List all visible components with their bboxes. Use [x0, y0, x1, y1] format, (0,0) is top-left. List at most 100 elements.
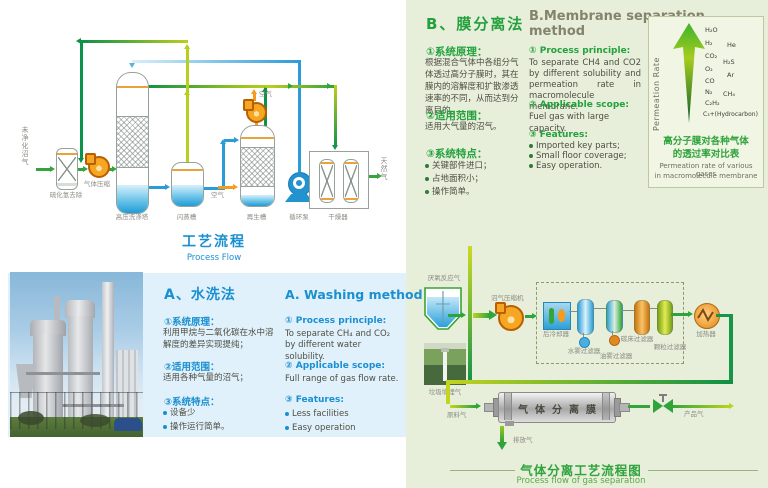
- pipe-skid-6: [648, 308, 657, 309]
- flow-arrowhead: [461, 312, 466, 318]
- oil-drain-ball: [609, 335, 620, 346]
- pipe-air-out: [253, 92, 256, 101]
- pipe-compressor-out: [525, 315, 533, 318]
- bullet-icon: [425, 163, 429, 168]
- water-mist-filter-icon: [577, 299, 594, 335]
- section-a-title-en: A. Washing method: [285, 287, 423, 302]
- flow-arrowhead: [688, 311, 693, 317]
- water-mist-filter-label: 水雾过滤器: [567, 347, 601, 355]
- flow-arrowhead: [327, 83, 332, 89]
- bullet-icon: [285, 425, 289, 430]
- air-out-label: 空气: [259, 90, 272, 98]
- section-b-scope-label-en: ② Applicable scope:: [529, 100, 629, 110]
- flow-arrowhead: [233, 184, 238, 190]
- title-rule-right: [648, 470, 758, 471]
- chart-caption-zh-2: 的透过率对比表: [672, 149, 740, 160]
- section-b-feature-item: Imported key parts;: [529, 141, 620, 153]
- washing-tower-label: 高压洗涤塔: [115, 213, 149, 221]
- bullet-icon: [529, 163, 533, 168]
- anaerobic-gas-label: 厌氧反应气: [427, 274, 461, 282]
- gas-label: H₂: [705, 39, 713, 47]
- landfill-photo: [424, 343, 466, 385]
- permeation-axis-label: Permeation Rate: [652, 57, 661, 131]
- feed-gas-label: 未净化沼气: [21, 126, 29, 166]
- biogas-compressor-label: 沼气压缩机: [491, 294, 524, 302]
- biogas-compressor-icon: [495, 302, 524, 331]
- pipe-to-dryer: [334, 85, 337, 145]
- flow-arrowhead: [476, 403, 481, 409]
- flow-arrowhead: [251, 89, 257, 94]
- pipe-heater-out: [716, 314, 732, 317]
- permeation-chart-box: Permeation Rate H₂O H₂ He CO₂ H₂S O₂ Ar …: [648, 16, 764, 188]
- natural-gas-label: 天然气: [380, 157, 388, 181]
- section-b-feature-item: 关键部件进口；: [425, 161, 492, 173]
- compressor-blower-icon: [85, 153, 110, 178]
- membrane-foot: [505, 421, 514, 426]
- photo-tower-mid-cap: [65, 300, 95, 318]
- section-b-features-label-zh: ③系统特点：: [426, 148, 488, 160]
- process-flow-title-en: Process Flow: [186, 253, 242, 263]
- bullet-icon: [285, 411, 289, 416]
- pipe-skid-5: [621, 310, 634, 311]
- gas-label: He: [727, 41, 736, 49]
- flash-tank: [171, 162, 204, 207]
- flow-arrowhead: [78, 158, 84, 163]
- aftercooler-icon: [543, 302, 571, 330]
- flow-arrowhead: [83, 166, 88, 172]
- section-b-scope-label-zh: ②适用范围：: [426, 110, 488, 122]
- flow-arrowhead: [165, 184, 170, 190]
- photo-grass: [10, 417, 143, 437]
- bullet-icon: [425, 176, 429, 181]
- pipe-air-in: [218, 186, 233, 189]
- gas-flow-title-zh: 气体分离工艺流程图: [520, 463, 642, 478]
- section-a-scope-label-zh: ②适用范围：: [164, 362, 220, 373]
- pretreatment-skid-box: [536, 282, 684, 364]
- gas-label: CO: [705, 77, 715, 85]
- membrane-label: 气体分离膜: [518, 405, 603, 416]
- pipe-vent: [500, 426, 504, 442]
- bullet-icon: [529, 153, 533, 158]
- pipe-to-heater: [671, 313, 688, 316]
- photo-tower-left-cap: [30, 320, 66, 336]
- h2s-removal-label: 硫化氢去除: [49, 191, 83, 199]
- air-in-label: 空气: [211, 191, 224, 199]
- flow-arrowhead: [234, 137, 239, 143]
- photo-platform-1: [26, 372, 100, 375]
- pipe-pump-riser: [298, 60, 301, 172]
- flow-arrowhead: [729, 403, 734, 409]
- dryer-label: 干燥器: [328, 213, 348, 221]
- gas-label: CO₂: [705, 52, 718, 60]
- section-a-features-label-en: ③ Features:: [285, 395, 344, 405]
- section-a-principle-label-zh: ①系统原理：: [164, 317, 220, 328]
- flow-arrowhead: [129, 63, 135, 68]
- section-a-feature-item: Easy operation: [285, 423, 356, 435]
- photo-car: [114, 418, 142, 431]
- pipe-reactor-out: [448, 314, 462, 317]
- aftercooler-label: 后冷却器: [543, 330, 569, 338]
- section-b-principle-text-en: To separate CH4 and CO2 by different sol…: [529, 58, 641, 113]
- flow-arrowhead: [377, 173, 382, 179]
- flow-arrowhead: [76, 38, 81, 44]
- gas-label: C₃+(Hydrocarbon): [703, 111, 758, 118]
- section-b-principle-text-zh: 根据混合气体中各组分气体透过高分子膜时，其在膜内的溶解度和扩散渗透速率的不同，从…: [425, 58, 519, 116]
- section-b-feature-item: Small floor coverage;: [529, 151, 627, 163]
- pipe-tower-to-flash: [149, 186, 165, 189]
- particle-filter-icon: [657, 300, 673, 335]
- flash-tank-label: 闪蒸槽: [176, 213, 197, 221]
- pipe-feed-1: [36, 168, 50, 171]
- flow-arrowhead: [532, 313, 537, 319]
- bullet-icon: [163, 424, 167, 429]
- chart-caption-en-2: in macromolecule membrane: [654, 172, 758, 180]
- section-a-principle-text-zh: 利用甲烷与二氧化碳在水中溶解度的差异实现提纯；: [163, 328, 274, 350]
- bullet-icon: [529, 143, 533, 148]
- photo-stack: [54, 296, 60, 334]
- section-b-feature-item: 占地面积小；: [425, 174, 483, 186]
- section-b-principle-label-zh: ①系统原理：: [426, 46, 488, 58]
- section-a-principle-text-en: To separate CH₄ and CO₂ by different wat…: [285, 329, 391, 362]
- permeation-arrow-icon: [673, 23, 705, 123]
- process-flow-title-zh: 工艺流程: [182, 234, 246, 250]
- pump-base: [285, 194, 313, 202]
- landfill-gas-label: 垃圾填埋气: [428, 388, 462, 396]
- pipe-feed-2: [77, 168, 84, 171]
